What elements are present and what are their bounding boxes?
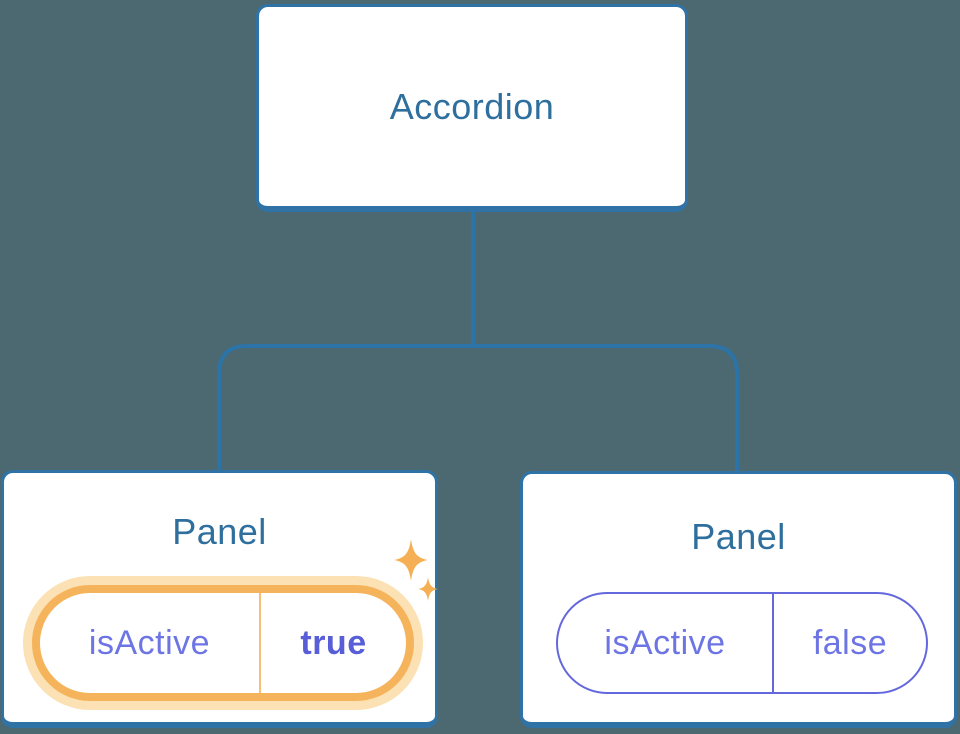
sparkle-large-icon xyxy=(394,539,428,581)
state-pill-active: isActive true xyxy=(32,585,414,701)
state-value-label: true xyxy=(300,623,367,662)
panel-node-active: Panel isActive true xyxy=(1,470,438,728)
panel-node-inactive: Panel isActive false xyxy=(520,471,957,728)
sparkles-icon xyxy=(394,539,438,601)
state-value-label: false xyxy=(812,623,888,662)
state-prop-label: isActive xyxy=(88,623,211,662)
pill-divider xyxy=(259,593,261,693)
sparkle-small-icon xyxy=(418,577,438,601)
pill-divider xyxy=(772,594,774,692)
connector-branches xyxy=(217,344,739,472)
state-pill-inactive: isActive false xyxy=(556,592,928,694)
panel-node-label: Panel xyxy=(691,516,786,557)
state-prop-label: isActive xyxy=(604,623,726,662)
panel-node-label: Panel xyxy=(172,511,267,552)
accordion-node: Accordion xyxy=(256,4,688,212)
accordion-node-label: Accordion xyxy=(389,85,555,127)
